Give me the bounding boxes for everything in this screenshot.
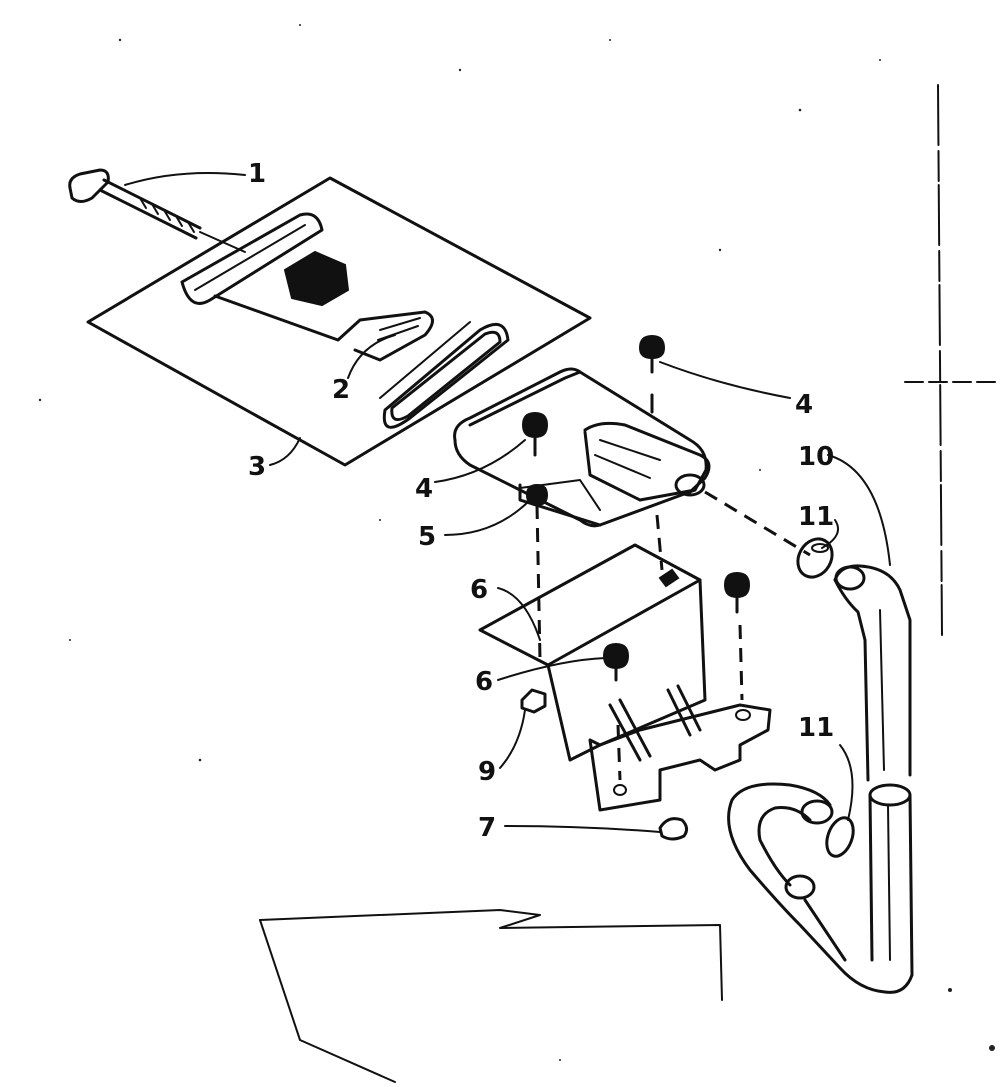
part-4-screw-top [638, 334, 666, 414]
leader-7 [504, 825, 661, 833]
frame-edge-line [937, 84, 943, 636]
leader-lines [124, 172, 891, 833]
leader-6b [497, 657, 606, 681]
part-2-gasket [379, 321, 510, 429]
callout-2: 2 [332, 375, 350, 405]
part-5-nut [525, 483, 549, 507]
callout-11-upper: 11 [798, 502, 834, 532]
part-1-pin [68, 168, 246, 253]
part-7-clip [658, 817, 689, 841]
callout-labels: 1 2 3 4 4 5 6 6 9 7 10 11 11 [248, 159, 834, 843]
callout-9: 9 [478, 757, 496, 787]
cabinet-outline [259, 909, 723, 1083]
leader-11-lower [839, 744, 854, 821]
part-3-gasket-plate [86, 176, 592, 467]
leader-4-top [659, 361, 791, 399]
part-11-clamp-upper [796, 537, 834, 579]
part-8-bracket [478, 543, 772, 812]
callout-5: 5 [418, 522, 436, 552]
part-9-nut [520, 688, 547, 714]
callout-4-top: 4 [795, 390, 813, 420]
part-11-clamp-lower [825, 816, 855, 858]
assembly-line-left [535, 504, 542, 661]
part-6-screw-left [602, 642, 630, 781]
leader-9 [499, 709, 526, 769]
callout-6-lower: 6 [475, 667, 493, 697]
leader-1 [124, 172, 246, 186]
valve-body [453, 367, 711, 528]
part-4-screw-left [521, 411, 549, 457]
callout-1: 1 [248, 159, 266, 189]
assembly-line-hose [704, 490, 811, 557]
leader-2 [347, 334, 396, 379]
callout-11-lower: 11 [798, 713, 834, 743]
part-10-hose [727, 564, 914, 994]
leader-10 [827, 454, 891, 566]
scan-noise [38, 24, 995, 1061]
assembly-line-right [655, 514, 664, 571]
callout-4-left: 4 [415, 474, 433, 504]
callout-7: 7 [478, 813, 496, 843]
callout-10: 10 [798, 442, 834, 472]
leader-3 [269, 437, 301, 466]
part-6-screw-right [723, 571, 751, 701]
callout-3: 3 [248, 452, 266, 482]
leader-5 [444, 499, 531, 536]
leader-4-left [434, 439, 526, 483]
callout-6-upper: 6 [470, 575, 488, 605]
leader-6a [497, 587, 541, 641]
leader-11-upper [821, 519, 839, 549]
